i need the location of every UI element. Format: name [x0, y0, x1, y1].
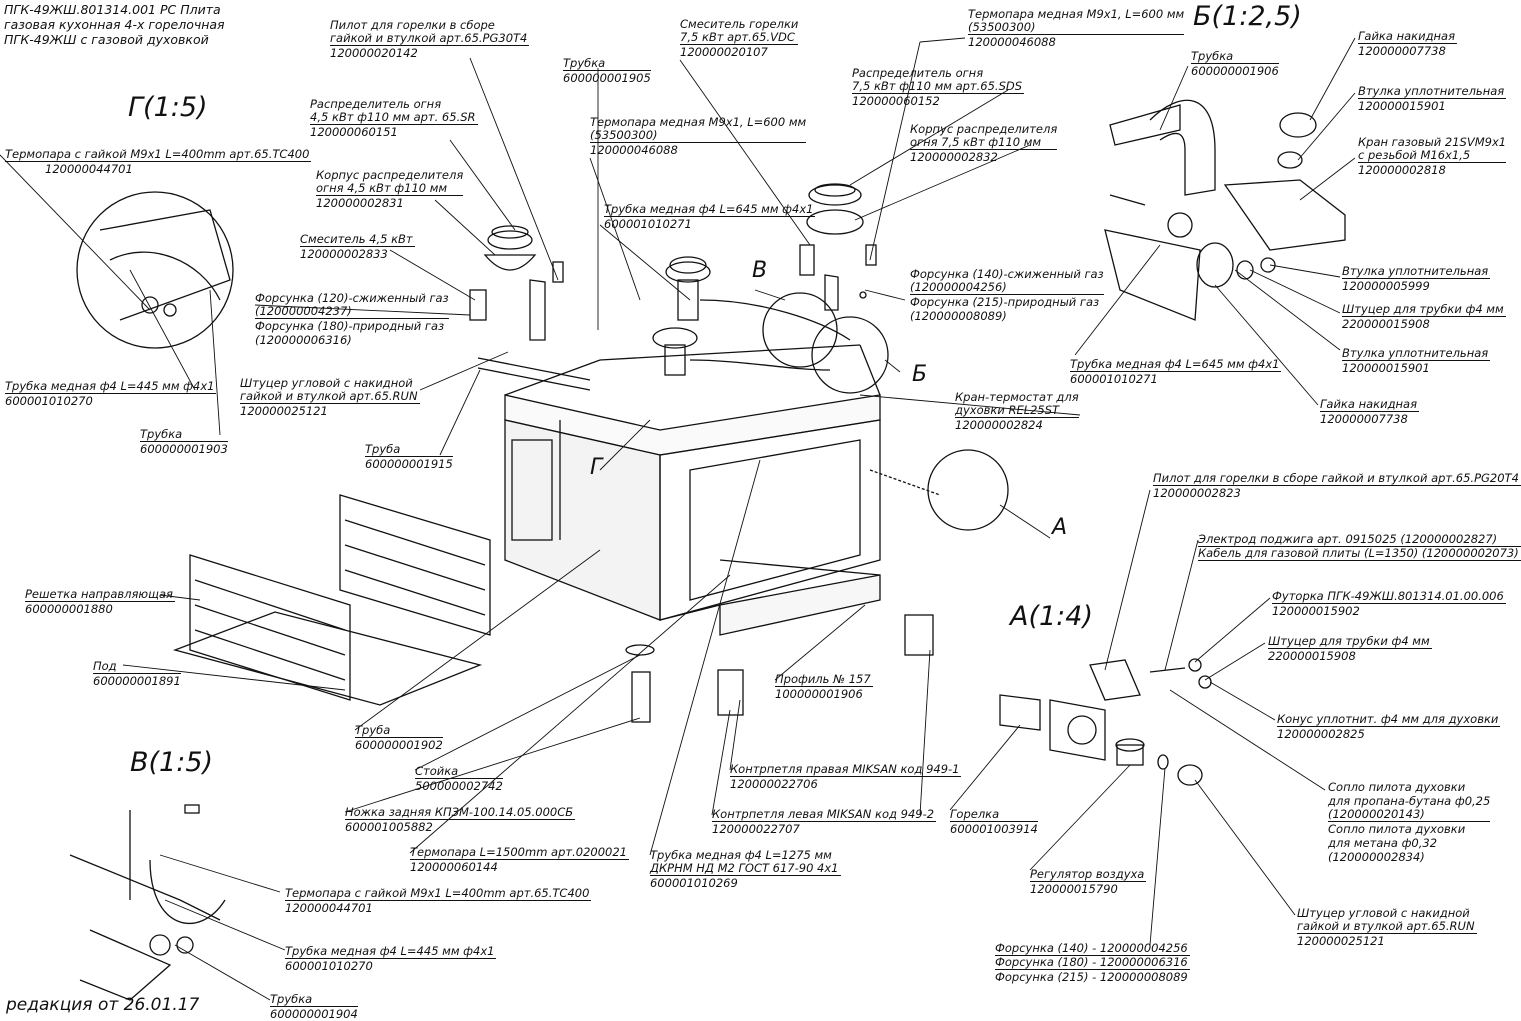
label-kontrpetlya-pr: Контрпетля правая MIKSAN код 949-1 12000…	[730, 762, 962, 791]
rack	[189, 494, 491, 701]
label-regulyator: Регулятор воздуха 120000015790	[1030, 867, 1147, 896]
label-raspred-75: Распределитель огня 7,5 кВт ф110 мм арт.…	[852, 66, 1025, 108]
callout-g: Г	[590, 455, 603, 480]
burners	[652, 256, 851, 376]
label-soplo: Сопло пилота духовки для пропана-бутана …	[1328, 780, 1491, 864]
label-profil: Профиль № 157 100000001906	[775, 672, 873, 701]
label-tubka-645-b: Трубка медная ф4 L=645 мм ф4х1 600001010…	[1070, 357, 1282, 386]
label-truba-1902: Труба 600000001902	[355, 723, 443, 752]
label-tubka-645-mid: Трубка медная ф4 L=645 мм ф4х1 600001010…	[604, 202, 816, 231]
burner-parts-45	[469, 225, 564, 341]
label-shtucer-run-a: Штуцер угловой с накидной гайкой и втулк…	[1297, 906, 1477, 948]
label-forsunki-a: Форсунка (140) - 120000004256 Форсунка (…	[995, 941, 1190, 984]
label-vtulka-b-bot: Втулка уплотнительная 120000015901	[1342, 346, 1491, 375]
label-vtulka-b-top: Втулка уплотнительная 120000015901	[1358, 84, 1507, 113]
label-termopara-400-g: Термопара с гайкой М9х1 L=400mm арт.65.T…	[5, 147, 312, 176]
label-forsunka-140-215: Форсунка (140)-сжиженный газ (1200000042…	[910, 267, 1104, 323]
label-shtucer-f4-b: Штуцер для трубки ф4 мм 220000015908	[1342, 302, 1506, 331]
title-line-2: газовая кухонная 4-х горелочная	[4, 17, 225, 32]
view-a-title: А(1:4)	[1010, 601, 1093, 632]
label-termopara-400-v: Термопара с гайкой М9х1 L=400mm арт.65.T…	[285, 886, 592, 915]
label-tubka-1906: Трубка 600000001906	[1191, 49, 1279, 78]
label-stoyka: Стойка 500000002742	[415, 764, 503, 793]
detail-circle-a	[927, 449, 1009, 531]
label-tubka-1904: Трубка 600000001904	[270, 992, 358, 1021]
callout-a: А	[1052, 515, 1068, 540]
label-termopara-600-mid: Термопара медная М9х1, L=600 мм (5350030…	[590, 115, 807, 157]
oven-body	[504, 344, 941, 636]
label-futorka: Футорка ПГК-49ЖШ.801314.01.00.006 120000…	[1272, 589, 1506, 618]
title-line-1: ПГК-49ЖШ.801314.001 РС Плита	[4, 2, 221, 17]
detail-circle-b	[811, 316, 889, 394]
document-title: ПГК-49ЖШ.801314.001 РС Плита газовая кух…	[4, 2, 225, 47]
detail-a-art	[999, 658, 1212, 786]
label-reshetka: Решетка направляющая 600000001880	[25, 587, 175, 616]
revision-note: редакция от 26.01.17	[6, 995, 200, 1015]
label-gaika-b-top: Гайка накидная 120000007738	[1358, 29, 1457, 58]
label-nozhka: Ножка задняя КПЗМ-100.14.05.000СБ 600001…	[345, 805, 576, 834]
callout-b: Б	[912, 362, 928, 387]
label-tubka-445-g: Трубка медная ф4 L=445 мм ф4х1 600001010…	[5, 379, 217, 408]
burner-parts-75	[799, 183, 877, 311]
view-b-title: Б(1:2,5)	[1193, 1, 1302, 32]
callout-v: В	[752, 258, 768, 283]
label-konus: Конус уплотнит. ф4 мм для духовки 120000…	[1277, 712, 1501, 741]
label-tubka-1905: Трубка 600000001905	[563, 56, 651, 85]
label-tubka-445-v: Трубка медная ф4 L=445 мм ф4х1 600001010…	[285, 944, 497, 973]
label-termopara-600-top: Термопара медная М9х1, L=600 мм (5350030…	[968, 7, 1185, 49]
label-forsunka-120-180: Форсунка (120)-сжиженный газ (1200000042…	[255, 291, 449, 347]
label-smesitel-45: Смеситель 4,5 кВт 120000002833	[300, 232, 415, 261]
view-v-title: В(1:5)	[130, 747, 214, 778]
view-g-title: Г(1:5)	[128, 92, 208, 123]
label-raspred-45: Распределитель огня 4,5 кВт ф110 мм арт.…	[310, 97, 478, 139]
label-tubka-1275: Трубка медная ф4 L=1275 мм ДКРНМ НД М2 Г…	[650, 848, 841, 890]
label-kontrpetlya-lev: Контрпетля левая MIKSAN код 949-2 120000…	[712, 807, 937, 836]
floor-plate	[172, 611, 483, 706]
detail-circle-v	[762, 292, 838, 368]
label-gaika-b-bot: Гайка накидная 120000007738	[1320, 397, 1419, 426]
label-tubka-1903: Трубка 600000001903	[140, 427, 228, 456]
detail-g-art	[99, 209, 231, 321]
detail-b-art	[1104, 99, 1346, 321]
label-truba-1915: Труба 600000001915	[365, 442, 453, 471]
label-pilot-pg20t4: Пилот для горелки в сборе гайкой и втулк…	[1153, 471, 1521, 500]
label-smesitel-75: Смеситель горелки 7,5 кВт арт.65.VDC 120…	[680, 17, 799, 59]
leader-lines	[0, 37, 1356, 1001]
label-shtucer-f4-a: Штуцер для трубки ф4 мм 220000015908	[1268, 634, 1432, 663]
label-elektrod: Электрод поджига арт. 0915025 (120000002…	[1198, 532, 1521, 561]
label-termopara-1500: Термопара L=1500mm арт.0200021 120000060…	[410, 845, 629, 874]
title-line-3: ПГК-49ЖШ с газовой духовкой	[4, 32, 209, 47]
label-gorelka: Горелка 600001003914	[950, 807, 1038, 836]
label-kran-termostat: Кран-термостат для духовки REL25ST 12000…	[955, 390, 1079, 432]
label-pod: Под 600000001891	[93, 659, 181, 688]
detail-v-art	[69, 804, 226, 1001]
detail-circle-g	[76, 191, 234, 349]
label-korpus-45: Корпус распределителя огня 4,5 кВт ф110 …	[316, 168, 464, 210]
label-korpus-75: Корпус распределителя огня 7,5 кВт ф110 …	[910, 122, 1058, 164]
label-kran-21svm: Кран газовый 21SVM9х1 с резьбой М16х1,5 …	[1358, 135, 1507, 177]
label-pilot-pg30t4: Пилот для горелки в сборе гайкой и втулк…	[330, 18, 530, 60]
label-shtucer-run-top: Штуцер угловой с накидной гайкой и втулк…	[240, 376, 420, 418]
label-vtulka-5999: Втулка уплотнительная 120000005999	[1342, 264, 1491, 293]
